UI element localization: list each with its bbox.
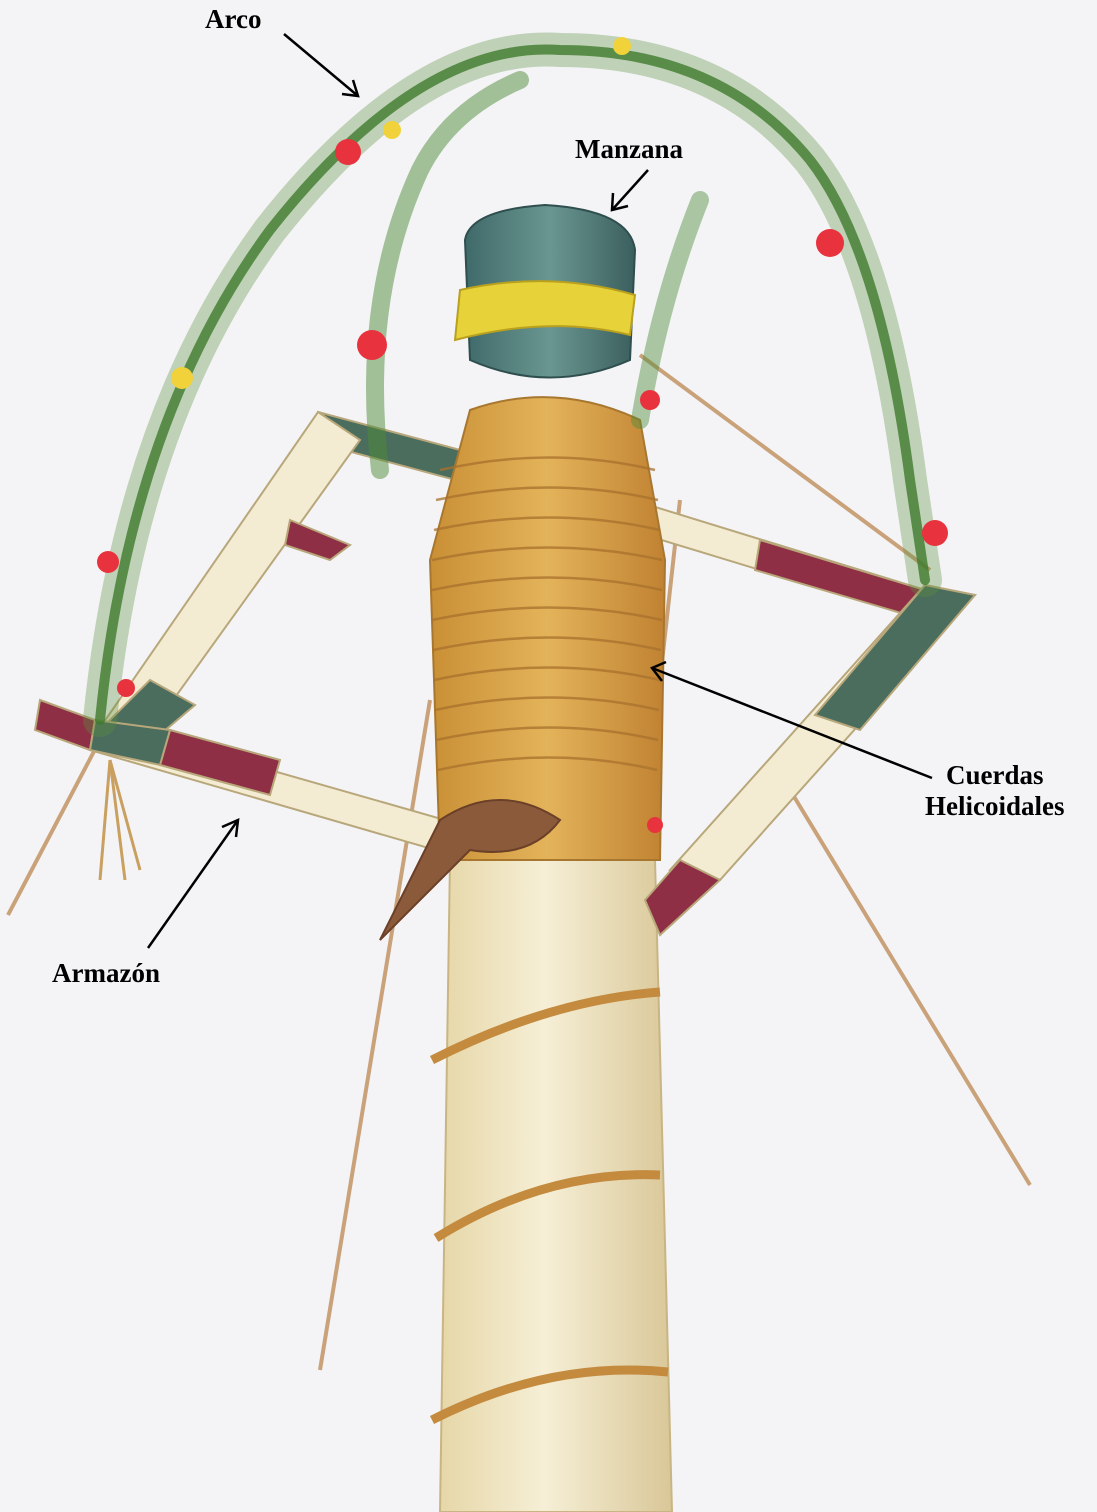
- label-manzana: Manzana: [575, 134, 683, 165]
- label-cuerdas-line2: Helicoidales: [925, 791, 1064, 822]
- arrow-armazon: [148, 820, 238, 948]
- arrow-manzana: [612, 170, 648, 210]
- tassels: [100, 760, 140, 880]
- label-armazon: Armazón: [52, 958, 160, 989]
- label-cuerdas-helicoidales: Cuerdas Helicoidales: [925, 760, 1064, 822]
- label-cuerdas-line1: Cuerdas: [925, 760, 1064, 791]
- arrow-arco: [284, 34, 358, 96]
- cuerdas-helicoidales-body: [430, 397, 665, 860]
- label-arco: Arco: [205, 4, 261, 35]
